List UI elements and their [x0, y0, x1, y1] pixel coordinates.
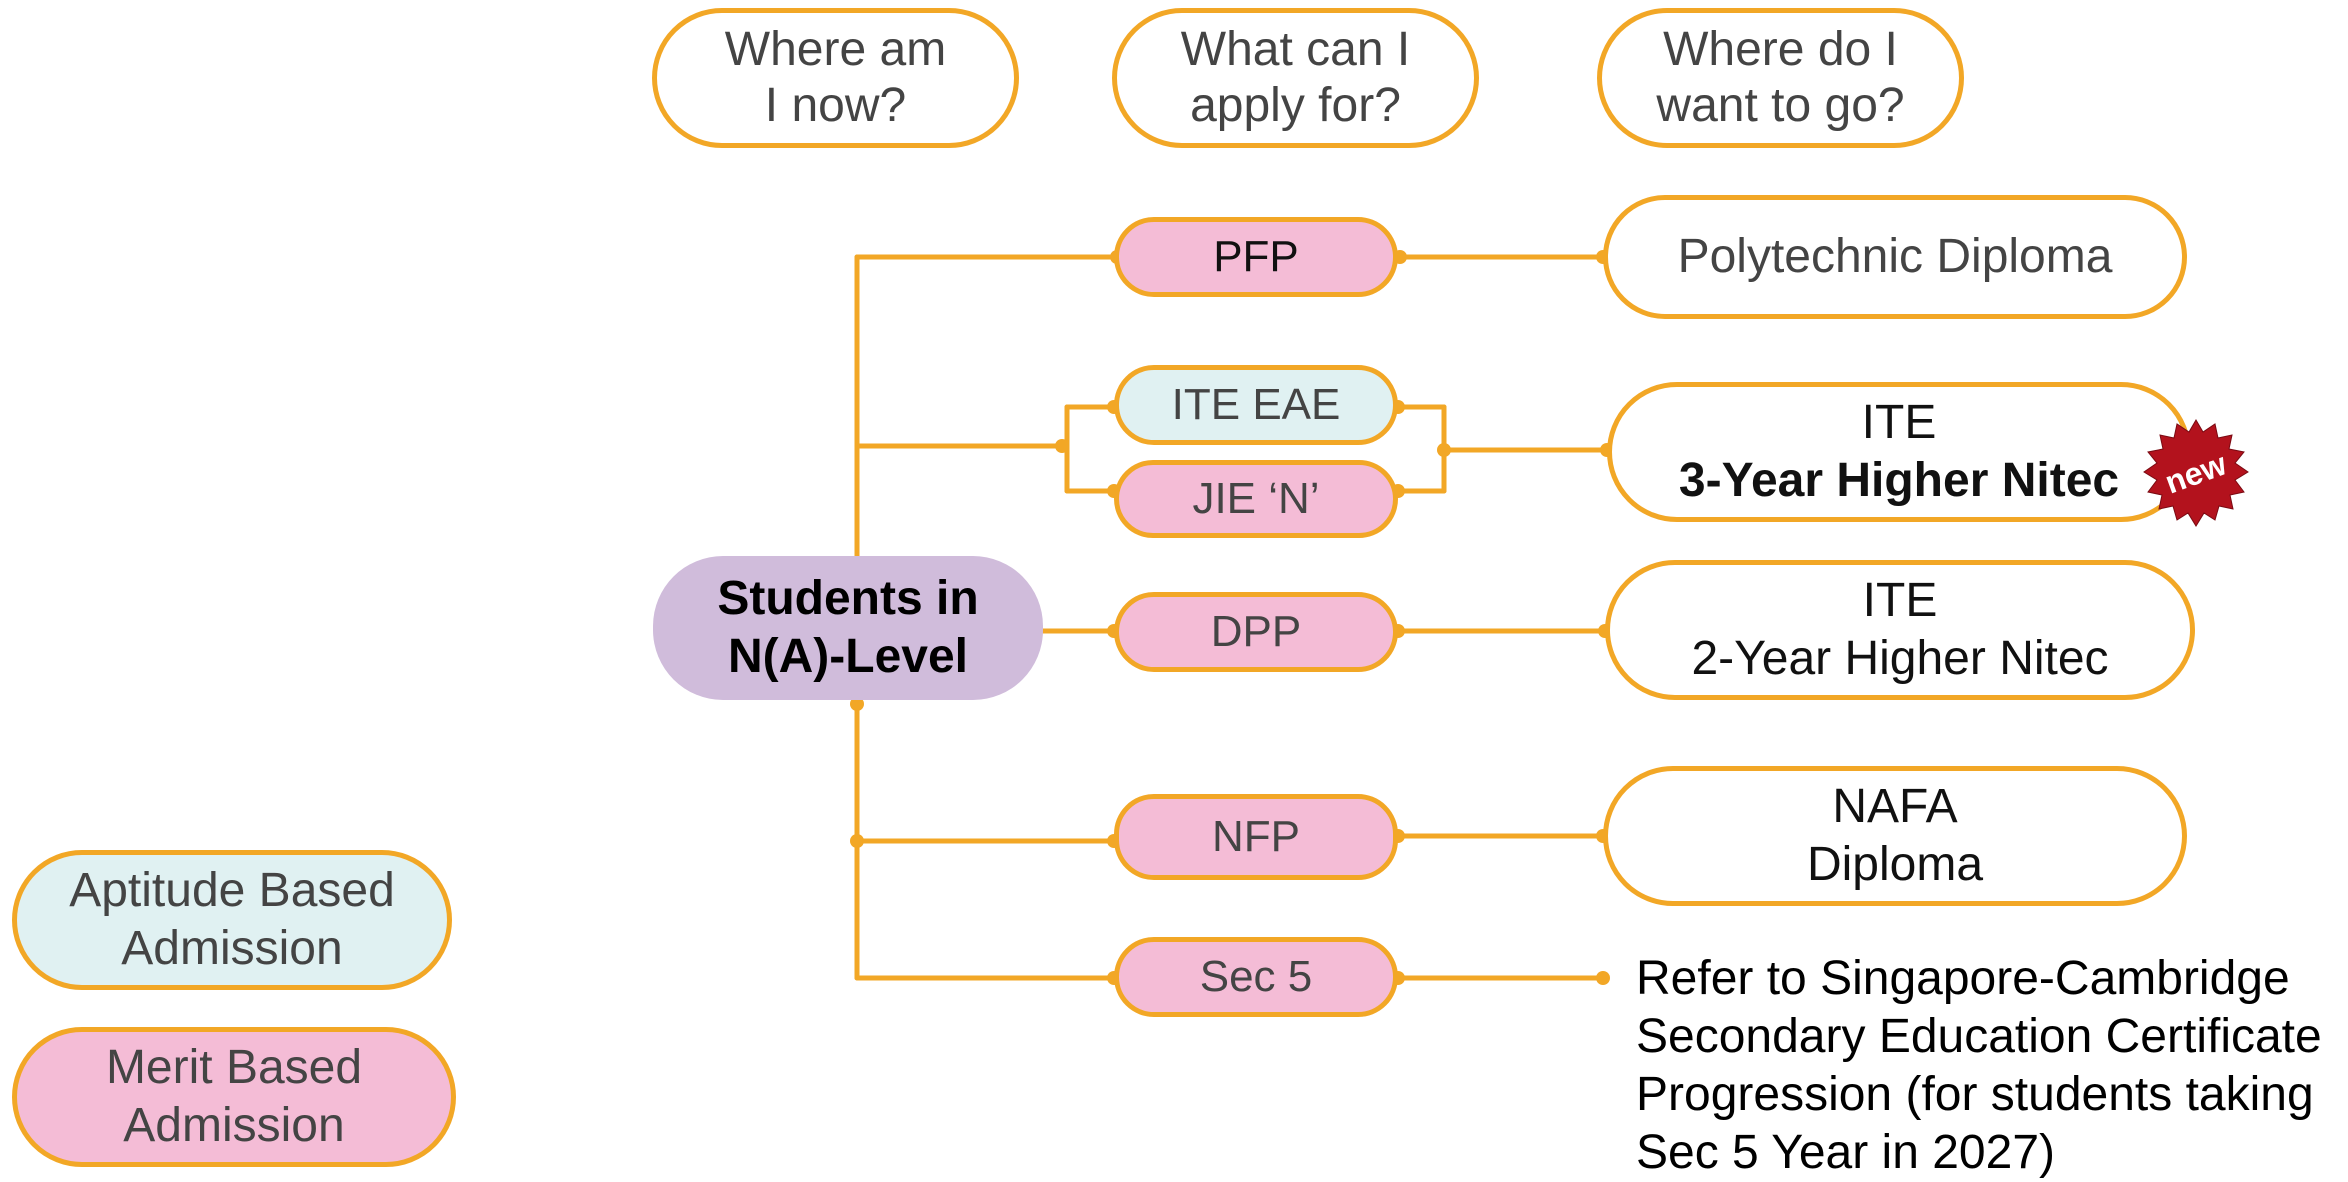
note-line: Refer to Singapore-Cambridge [1636, 952, 2290, 1005]
destination-polytechnic-diploma: Polytechnic Diploma [1603, 195, 2187, 319]
pathway-label: DPP [1210, 607, 1302, 656]
destination-line: 3-Year Higher Nitec [1678, 454, 2120, 507]
destination-line: ITE [1861, 396, 1937, 449]
dot [1437, 443, 1451, 457]
pathway-dpp: DPP [1114, 592, 1398, 672]
note-line: Secondary Education Certificate [1636, 1010, 2322, 1063]
pathway-sec5: Sec 5 [1114, 937, 1398, 1017]
new-badge: new [2143, 419, 2249, 527]
pathway-label: Sec 5 [1199, 952, 1313, 1001]
header-what-can-i-apply: What can I apply for? [1112, 8, 1479, 148]
header-line: I now? [764, 79, 907, 132]
pathway-pfp: PFP [1114, 217, 1398, 297]
source-line: N(A)-Level [727, 630, 969, 683]
destination-label: Polytechnic Diploma [1677, 230, 2113, 283]
legend-aptitude-based-admission: Aptitude Based Admission [12, 850, 452, 990]
pathway-label: ITE EAE [1171, 380, 1341, 429]
pathway-ite-eae: ITE EAE [1114, 365, 1398, 445]
dot [1596, 971, 1610, 985]
legend-line: Admission [121, 922, 343, 975]
legend-line: Aptitude Based [69, 864, 395, 917]
note-line: Sec 5 Year in 2027) [1636, 1126, 2055, 1179]
legend-merit-based-admission: Merit Based Admission [12, 1027, 456, 1167]
pathway-label: PFP [1213, 232, 1299, 281]
destination-ite-3yr-higher-nitec: ITE 3-Year Higher Nitec [1607, 382, 2191, 522]
destination-nafa-diploma: NAFA Diploma [1603, 766, 2187, 906]
header-line: What can I [1180, 23, 1411, 76]
destination-line: 2-Year Higher Nitec [1691, 632, 2109, 685]
destination-line: ITE [1862, 574, 1938, 627]
legend-line: Admission [123, 1099, 345, 1152]
sec5-note: Refer to Singapore-Cambridge Secondary E… [1636, 950, 2322, 1182]
dot [850, 697, 864, 711]
pathway-jie-n: JIE ‘N’ [1114, 460, 1398, 538]
legend-line: Merit Based [105, 1041, 363, 1094]
new-badge-starburst [2143, 419, 2249, 527]
pathway-nfp: NFP [1114, 794, 1398, 880]
header-line: Where do I [1663, 23, 1898, 76]
header-where-am-i: Where am I now? [652, 8, 1019, 148]
pathway-label: NFP [1212, 812, 1300, 861]
pathway-label: JIE ‘N’ [1192, 474, 1320, 523]
header-where-do-i-go: Where do I want to go? [1597, 8, 1964, 148]
source-line: Students in [717, 572, 979, 625]
dot [1055, 439, 1069, 453]
source-students-na-level: Students in N(A)-Level [653, 556, 1043, 700]
header-line: apply for? [1190, 79, 1401, 132]
destination-ite-2yr-higher-nitec: ITE 2-Year Higher Nitec [1605, 560, 2195, 700]
note-line: Progression (for students taking [1636, 1068, 2314, 1121]
destination-line: Diploma [1806, 838, 1984, 891]
dot [850, 834, 864, 848]
destination-line: NAFA [1832, 780, 1958, 833]
header-line: Where am [724, 23, 947, 76]
header-line: want to go? [1656, 79, 1905, 132]
